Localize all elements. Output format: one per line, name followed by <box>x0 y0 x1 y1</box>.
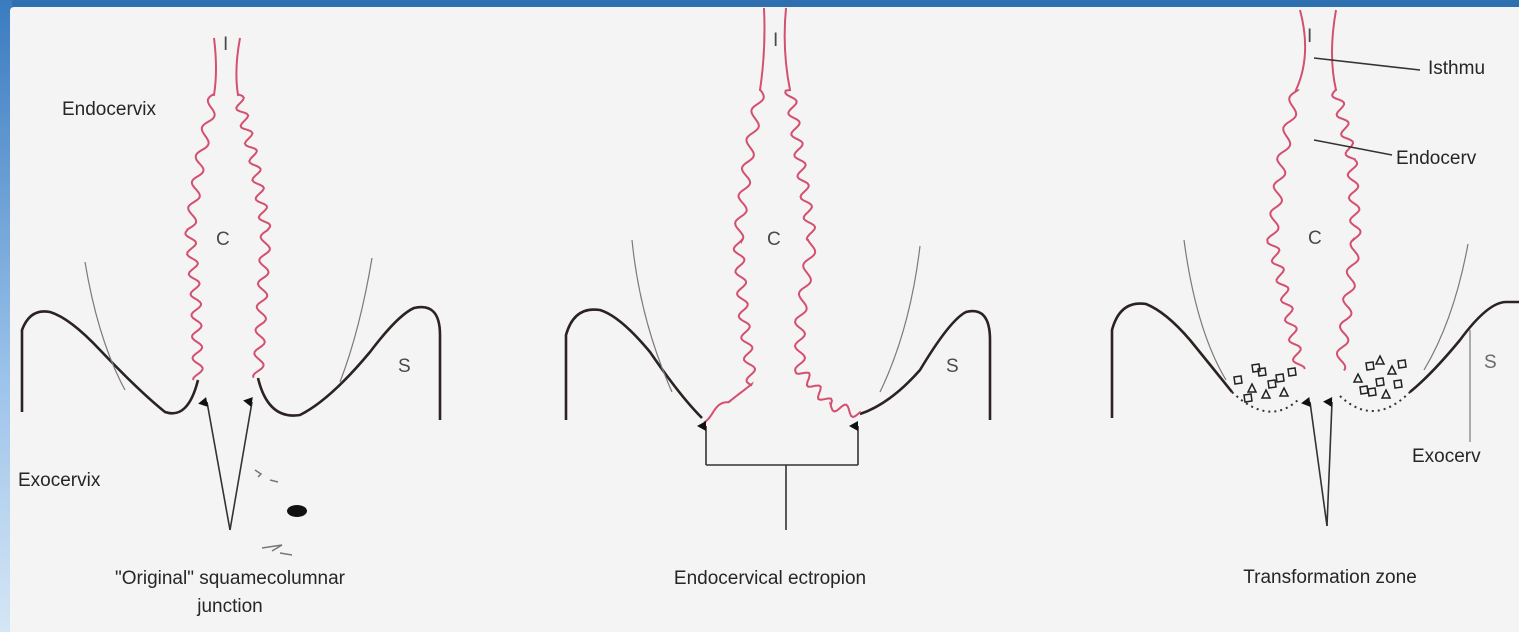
panel1-right-epithelium <box>236 38 270 378</box>
panel3-right-arrow <box>1327 402 1332 526</box>
metaplastic-cell <box>1368 388 1376 396</box>
panel3-left-epithelium <box>1267 10 1305 369</box>
panel3-left-fornix <box>1112 304 1232 418</box>
isthmus-label-right: Isthmu <box>1428 58 1485 79</box>
metaplastic-cell <box>1252 364 1260 372</box>
ink-specks <box>255 470 292 555</box>
panel2-canal-letter: C <box>767 229 781 250</box>
panel3-caption: Transformation zone <box>1243 567 1417 588</box>
metaplastic-cell <box>1376 378 1384 386</box>
panel2-right-curve <box>880 246 920 392</box>
panel-endocervical-ectropion: I C S Endocervical ectropion <box>566 8 990 589</box>
metaplastic-cell <box>1360 386 1368 394</box>
metaplastic-cell <box>1376 356 1384 364</box>
panel1-isthmus-letter: I <box>223 34 228 55</box>
panel2-left-curve <box>632 240 672 392</box>
panel2-isthmus-letter: I <box>773 30 778 51</box>
panel2-left-fornix <box>566 310 702 420</box>
panel2-stroma-letter: S <box>946 356 959 377</box>
isthmus-leader-line <box>1314 58 1420 70</box>
panel-transformation-zone: I C S Isthmu Endocerv Exocerv Transforma… <box>1112 10 1519 588</box>
panel3-right-curve <box>1424 244 1468 370</box>
panel3-left-dotted-zone <box>1232 392 1300 412</box>
panel3-right-epithelium <box>1332 10 1361 371</box>
panel3-left-arrow <box>1310 402 1327 526</box>
panel3-isthmus-letter: I <box>1307 26 1312 47</box>
panel1-left-epithelium <box>186 38 217 380</box>
panel-original-junction: I C S Endocervix Exocervix "Original" sq… <box>18 34 440 617</box>
metaplastic-cell <box>1280 388 1288 396</box>
metaplastic-cell <box>1382 390 1390 398</box>
panel2-left-epithelium <box>704 8 764 423</box>
panel1-caption-line1: "Original" squamecolumnar <box>115 568 346 589</box>
panel1-left-arrow <box>207 402 230 530</box>
panel1-right-fornix <box>258 307 440 420</box>
metaplastic-cell <box>1366 362 1374 370</box>
panel2-right-epithelium <box>785 8 861 417</box>
ink-smudge <box>287 505 307 517</box>
panel2-bracket <box>706 465 858 530</box>
panel2-right-fornix <box>860 311 990 420</box>
panel1-caption-line2: junction <box>196 596 263 617</box>
metaplastic-cell <box>1276 374 1284 382</box>
panel1-right-curve <box>340 258 372 382</box>
metaplastic-cell <box>1234 376 1242 384</box>
metaplastic-cell <box>1388 366 1396 374</box>
panel3-stroma-letter: S <box>1484 352 1497 373</box>
panel1-canal-letter: C <box>216 229 230 250</box>
exocervix-label-right: Exocerv <box>1412 446 1481 467</box>
panel3-metaplastic-cells <box>1234 356 1406 402</box>
metaplastic-cell <box>1354 374 1362 382</box>
endocervix-label-left: Endocervix <box>62 99 156 120</box>
panel1-right-arrow <box>230 402 252 530</box>
endocervix-label-right: Endocerv <box>1396 148 1477 169</box>
panel2-caption: Endocervical ectropion <box>674 568 866 589</box>
metaplastic-cell <box>1268 380 1276 388</box>
metaplastic-cell <box>1244 394 1252 402</box>
exocervix-label-left: Exocervix <box>18 470 101 491</box>
metaplastic-cell <box>1288 368 1296 376</box>
panel3-canal-letter: C <box>1308 228 1322 249</box>
metaplastic-cell <box>1394 380 1402 388</box>
metaplastic-cell <box>1248 384 1256 392</box>
metaplastic-cell <box>1262 390 1270 398</box>
panel1-stroma-letter: S <box>398 356 411 377</box>
metaplastic-cell <box>1398 360 1406 368</box>
panel1-left-fornix <box>22 311 198 413</box>
panel3-right-fornix <box>1410 302 1519 392</box>
